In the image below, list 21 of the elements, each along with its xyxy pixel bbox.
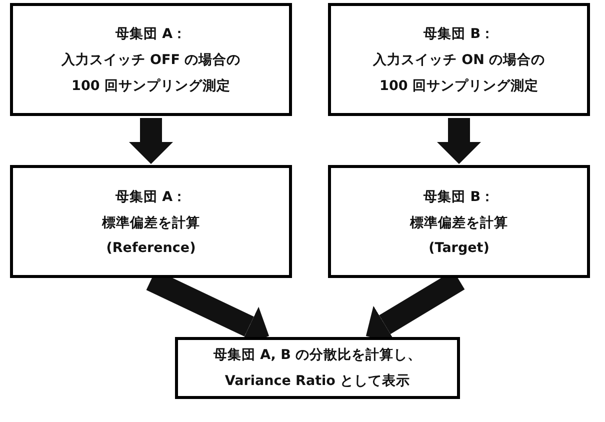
box-text: 母集団 B： xyxy=(424,188,494,206)
box-text: 100 回サンプリング測定 xyxy=(380,76,538,94)
box-text: 入力スイッチ OFF の場合の xyxy=(61,50,241,68)
process-box xyxy=(175,337,460,399)
box-text: 入力スイッチ ON の場合の xyxy=(372,50,546,68)
box-text: 標準偏差を計算 xyxy=(102,214,200,232)
process-box xyxy=(328,165,590,278)
process-box xyxy=(10,3,292,116)
box-text: 母集団 A： xyxy=(115,188,187,206)
arrow xyxy=(129,118,173,164)
process-box xyxy=(328,3,590,116)
box-text: 母集団 B： xyxy=(424,24,494,42)
box-text: (Reference) xyxy=(106,240,196,256)
box-text: Variance Ratio として表示 xyxy=(224,372,410,390)
process-box xyxy=(10,165,292,278)
box-text: 母集団 A： xyxy=(115,24,187,42)
arrow xyxy=(437,118,481,164)
box-text: 100 回サンプリング測定 xyxy=(72,76,230,94)
box-text: 標準偏差を計算 xyxy=(410,214,508,232)
box-text: (Target) xyxy=(428,240,490,256)
box-text: 母集団 A, B の分散比を計算し、 xyxy=(213,346,422,364)
